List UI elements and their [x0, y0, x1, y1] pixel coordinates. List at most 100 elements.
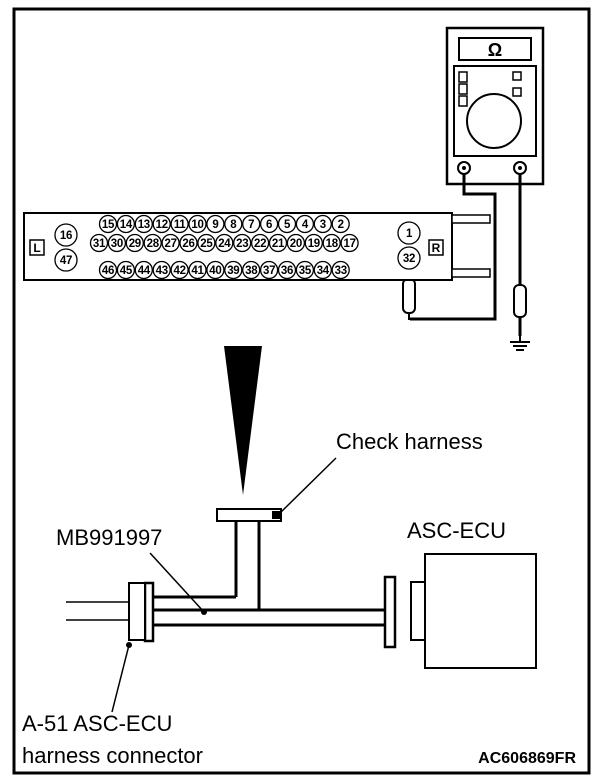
pin-36: 36 — [277, 260, 297, 280]
pin-27: 27 — [161, 233, 180, 253]
pin-45: 45 — [116, 260, 136, 280]
svg-text:1: 1 — [406, 228, 413, 240]
svg-text:39: 39 — [227, 265, 239, 277]
pin-37: 37 — [259, 260, 279, 280]
tool-label: MB991997 — [56, 525, 162, 550]
pin-14: 14 — [116, 214, 136, 234]
pin-2: 2 — [331, 214, 350, 234]
svg-text:19: 19 — [308, 238, 320, 250]
pin-34: 34 — [313, 260, 332, 280]
pin-5: 5 — [277, 214, 297, 234]
svg-text:34: 34 — [317, 265, 330, 277]
pin-44: 44 — [134, 260, 153, 280]
pin-10: 10 — [188, 214, 207, 234]
pin-46: 46 — [98, 260, 118, 280]
svg-text:35: 35 — [299, 265, 312, 277]
svg-text:28: 28 — [147, 238, 160, 250]
pin-42: 42 — [170, 260, 189, 280]
pin-43: 43 — [152, 260, 171, 280]
pin-31: 31 — [89, 233, 109, 253]
svg-text:41: 41 — [191, 265, 204, 277]
svg-text:32: 32 — [403, 253, 415, 265]
figure-code: AC606869FR — [478, 750, 576, 767]
svg-text:11: 11 — [174, 219, 186, 231]
right-mark: R — [432, 241, 441, 255]
svg-text:27: 27 — [164, 238, 176, 250]
ecu-connector — [410, 581, 426, 641]
pin-28: 28 — [143, 233, 162, 253]
svg-text:42: 42 — [173, 265, 185, 277]
pointer-wedge — [224, 346, 262, 495]
pin-33: 33 — [331, 260, 350, 280]
svg-text:6: 6 — [266, 219, 272, 231]
pin-32: 32 — [397, 246, 421, 270]
svg-text:18: 18 — [326, 238, 339, 250]
frame — [12, 7, 591, 775]
svg-text:10: 10 — [191, 219, 203, 231]
svg-text:14: 14 — [120, 219, 133, 231]
svg-text:9: 9 — [212, 219, 218, 231]
svg-text:26: 26 — [182, 238, 194, 250]
test-lead-1 — [410, 174, 497, 321]
svg-text:21: 21 — [272, 238, 285, 250]
svg-text:22: 22 — [254, 238, 266, 250]
pin-38: 38 — [242, 260, 261, 280]
svg-text:30: 30 — [111, 238, 123, 250]
svg-text:2: 2 — [338, 219, 344, 231]
pin-6: 6 — [259, 214, 279, 234]
pin-17: 17 — [340, 233, 359, 253]
svg-text:25: 25 — [200, 238, 213, 250]
pin-22: 22 — [250, 233, 270, 253]
pin-7: 7 — [242, 214, 261, 234]
svg-text:4: 4 — [302, 219, 309, 231]
check-harness-label: Check harness — [336, 429, 483, 454]
connector-leader — [111, 644, 130, 713]
svg-text:8: 8 — [230, 219, 237, 231]
svg-text:45: 45 — [120, 265, 133, 277]
pin-1: 1 — [397, 221, 421, 245]
pin-21: 21 — [268, 233, 288, 253]
tool-right-flange — [383, 575, 397, 649]
check-harness-block — [216, 508, 282, 522]
svg-text:23: 23 — [236, 238, 248, 250]
pin-35: 35 — [295, 260, 315, 280]
pin-19: 19 — [304, 233, 323, 253]
pin-16: 16 — [54, 223, 78, 247]
pin-3: 3 — [313, 214, 332, 234]
svg-text:38: 38 — [245, 265, 258, 277]
pin-8: 8 — [224, 214, 243, 234]
harness-connector — [128, 582, 146, 641]
pin-40: 40 — [206, 260, 225, 280]
svg-text:46: 46 — [102, 265, 114, 277]
svg-text:13: 13 — [138, 219, 150, 231]
pin-4: 4 — [295, 214, 315, 234]
svg-text:29: 29 — [129, 238, 141, 250]
pin-24: 24 — [215, 233, 234, 253]
probe-1 — [402, 278, 416, 314]
pin-25: 25 — [197, 233, 216, 253]
pin-12: 12 — [152, 214, 171, 234]
pin-29: 29 — [125, 233, 144, 253]
connector-label-line2: harness connector — [22, 743, 203, 768]
svg-text:16: 16 — [60, 230, 72, 242]
svg-text:7: 7 — [248, 219, 254, 231]
pin-20: 20 — [286, 233, 306, 253]
svg-text:44: 44 — [138, 265, 151, 277]
svg-text:37: 37 — [263, 265, 275, 277]
svg-text:20: 20 — [290, 238, 302, 250]
probe-2 — [513, 284, 527, 318]
pin-47: 47 — [54, 248, 78, 272]
ground-icon — [510, 341, 530, 351]
svg-text:43: 43 — [156, 265, 168, 277]
pin-11: 11 — [170, 214, 189, 234]
pin-15: 15 — [98, 214, 118, 234]
check-harness-leader — [278, 457, 337, 515]
rotary-dial — [466, 93, 522, 149]
pin-18: 18 — [322, 233, 341, 253]
pin-30: 30 — [107, 233, 127, 253]
svg-text:36: 36 — [281, 265, 293, 277]
svg-text:3: 3 — [320, 219, 326, 231]
